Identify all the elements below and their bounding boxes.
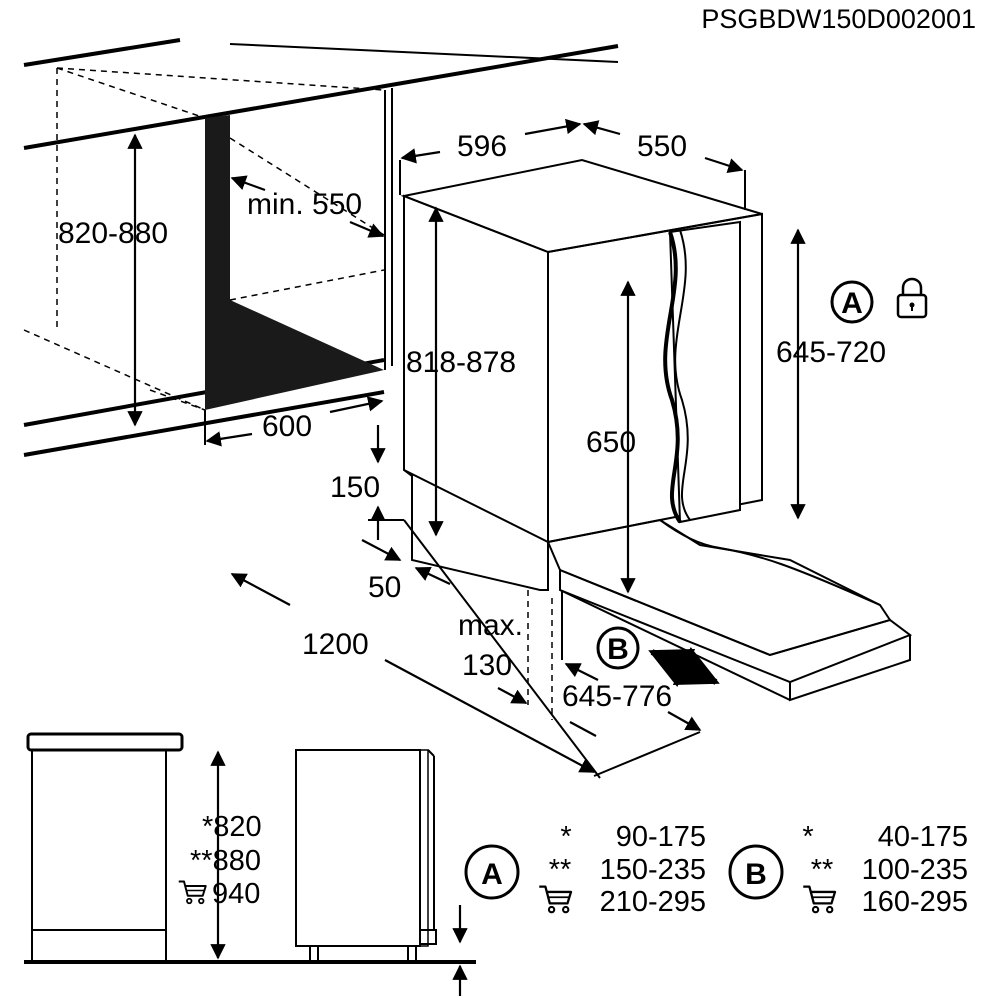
travel-label: 1200 — [302, 628, 369, 661]
svg-text:B: B — [607, 633, 629, 666]
table-a-value-3: 210-295 — [600, 886, 706, 918]
side-view-cabinet — [26, 732, 184, 962]
side-height-2: **880 — [190, 845, 261, 877]
table-a-cart-icon — [538, 885, 573, 914]
svg-text:A: A — [841, 287, 863, 320]
niche-depth-label: min. 550 — [247, 188, 362, 221]
b-range-label: 645-776 — [562, 680, 672, 713]
depth-arrow-right — [704, 156, 744, 174]
niche-height-label: 820-880 — [58, 217, 168, 250]
side-height-1: *820 — [202, 811, 262, 843]
table-b-badge: B — [745, 858, 767, 891]
b-adjust-arrow — [648, 646, 720, 688]
table-b-mark-2: ** — [811, 854, 834, 886]
cart-icon — [178, 880, 207, 905]
door-height-label: 645-720 — [776, 336, 886, 369]
width-arrow-left — [400, 148, 441, 164]
niche-width-arrow-right — [329, 396, 384, 414]
table-a-value-2: 150-235 — [600, 854, 706, 886]
max-label: max. — [458, 609, 523, 642]
niche-depth-arrow-right — [349, 220, 385, 238]
width-arrow-right — [524, 118, 582, 136]
depth-label: 550 — [637, 130, 687, 163]
table-a: A * 90-175 ** 150-235 210-295 — [464, 821, 706, 918]
side-view-appliance — [295, 749, 437, 963]
table-b-value-3: 160-295 — [862, 886, 968, 918]
table-a-value-1: 90-175 — [616, 821, 706, 853]
niche-width-label: 600 — [262, 410, 312, 443]
plinth-depth-arrow-right — [414, 566, 451, 585]
plinth-depth-arrow-left — [361, 539, 402, 561]
width-label: 596 — [457, 130, 507, 163]
table-a-mark-1: * — [560, 821, 571, 853]
side-height-3: 940 — [212, 878, 260, 910]
table-b-value-1: 40-175 — [878, 821, 968, 853]
lock-icon — [896, 277, 928, 319]
table-a-badge: A — [481, 858, 503, 891]
plinth-depth-label: 50 — [368, 571, 401, 604]
diagram-code: PSGBDW150D002001 — [701, 4, 976, 34]
badge-a: A — [830, 280, 874, 324]
b-range-arrow-right — [667, 711, 702, 731]
b-range-arrow-left — [564, 663, 599, 681]
niche-width-arrow-left — [205, 431, 253, 447]
travel-arrow-right — [384, 659, 596, 773]
badge-b: B — [596, 626, 640, 670]
dishwasher-body — [400, 158, 913, 702]
table-b-cart-icon — [802, 885, 837, 914]
appliance-height-label: 818-878 — [406, 346, 516, 379]
table-b: B * 40-175 ** 100-235 160-295 — [728, 821, 968, 918]
inner-height-label: 650 — [586, 426, 636, 459]
max-value: 130 — [462, 649, 512, 682]
max-gap-arrow — [497, 687, 528, 704]
plinth-height-label: 150 — [330, 471, 380, 504]
b-range-tick — [569, 721, 597, 737]
table-a-mark-2: ** — [549, 854, 572, 886]
travel-arrow-left — [230, 573, 291, 606]
table-b-mark-1: * — [802, 821, 813, 853]
table-b-value-2: 100-235 — [862, 854, 968, 886]
niche-depth-arrow-left — [230, 175, 266, 192]
depth-arrow-left — [582, 120, 621, 136]
